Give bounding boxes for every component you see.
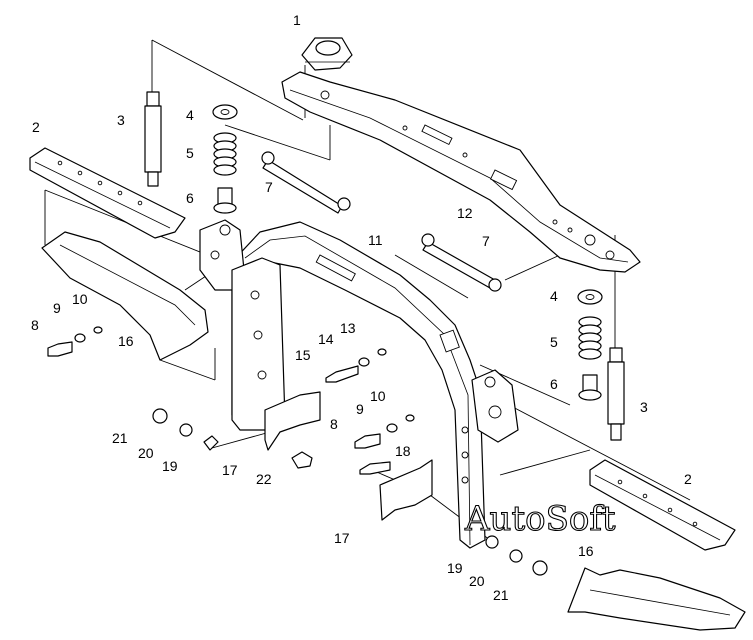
callout-1: 1: [293, 12, 301, 28]
callout-18: 18: [395, 443, 411, 459]
callout-22: 22: [256, 471, 272, 487]
callout-5-left: 5: [186, 145, 194, 161]
part-16-right-plate: [567, 567, 746, 631]
callout-8-right: 8: [330, 416, 338, 432]
part-3-left-shock: [144, 91, 162, 187]
callout-12: 12: [457, 205, 473, 221]
left-fasteners: [47, 326, 103, 357]
callout-3-left: 3: [117, 112, 125, 128]
callout-15: 15: [295, 347, 311, 363]
callout-13: 13: [340, 320, 356, 336]
lower-left-nuts: [152, 408, 313, 469]
right-side-plate: [471, 369, 519, 443]
callout-19-right: 19: [447, 560, 463, 576]
callout-2-right: 2: [684, 471, 692, 487]
callout-20-left: 20: [138, 445, 154, 461]
callout-6-left: 6: [186, 190, 194, 206]
callout-9-right: 9: [356, 401, 364, 417]
callout-7-right: 7: [482, 233, 490, 249]
callout-9-left: 9: [53, 300, 61, 316]
watermark-text: AutoSoft: [464, 499, 616, 539]
callout-10-left: 10: [72, 291, 88, 307]
callout-2-left: 2: [32, 119, 40, 135]
callout-17-left: 17: [222, 462, 238, 478]
callout-17-right: 17: [334, 530, 350, 546]
part-7-links: [261, 151, 502, 292]
callout-16-right: 16: [578, 543, 594, 559]
callout-5-right: 5: [550, 334, 558, 350]
callout-21-right: 21: [493, 587, 509, 603]
callout-19-left: 19: [162, 458, 178, 474]
callout-16-left: 16: [118, 333, 134, 349]
part-6-bushings: [213, 187, 602, 401]
part-2-left-rail: [29, 147, 186, 239]
lower-right-nuts: [485, 535, 548, 576]
callout-4-right: 4: [550, 288, 558, 304]
callout-7-left: 7: [265, 179, 273, 195]
callout-6-right: 6: [550, 376, 558, 392]
middle-fasteners: [325, 348, 415, 475]
part-2-right-rail: [589, 459, 736, 551]
part-3-right-shock: [607, 347, 625, 441]
part-12-upper-crossmember: [281, 71, 641, 273]
part-1-top-mount: [301, 37, 353, 71]
callout-14: 14: [318, 331, 334, 347]
part-4-washers: [212, 104, 603, 305]
callout-8-left: 8: [31, 317, 39, 333]
part-5-springs: [213, 132, 602, 360]
callout-21-left: 21: [112, 430, 128, 446]
left-side-plate: [199, 219, 286, 431]
part-16-left-plate: [41, 231, 209, 361]
callout-10-right: 10: [370, 388, 386, 404]
callout-3-right: 3: [640, 399, 648, 415]
callout-20-right: 20: [469, 573, 485, 589]
callout-11: 11: [368, 232, 383, 248]
callout-4-left: 4: [186, 107, 194, 123]
part-17-brackets: [264, 391, 433, 521]
callout-labels: 1 2 2 3 3 4 4 5 5 6 6 7 7 8 8 9 9 10 10 …: [31, 12, 692, 603]
